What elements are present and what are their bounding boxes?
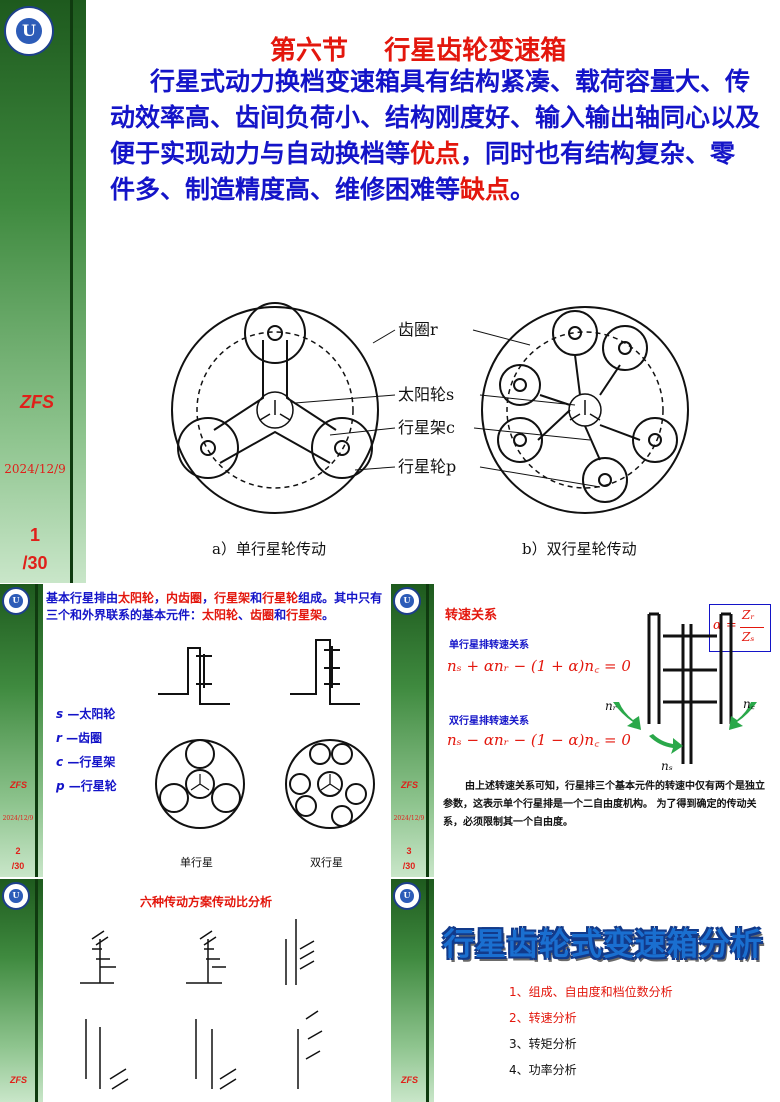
brand-label: ZFS xyxy=(401,1075,418,1085)
label-carrier: 行星架c xyxy=(398,418,455,437)
page-number: 2 xyxy=(15,846,21,856)
sun-term: 太阳轮 xyxy=(118,591,155,605)
university-logo: U xyxy=(393,587,421,615)
page-number: 1 xyxy=(29,525,40,545)
analysis-item: 3、转矩分析 xyxy=(509,1037,577,1051)
analysis-list: 1、组成、自由度和档位数分析 2、转速分析 3、转矩分析 4、功率分析 xyxy=(509,979,673,1083)
legend-item: p —行星轮 xyxy=(56,774,117,798)
scheme-title: 六种传动方案传动比分析 xyxy=(140,895,273,909)
date-label: 2024/12/9 xyxy=(4,462,66,476)
caption-double: b）双行星轮传动 xyxy=(522,540,637,558)
advantage-word: 优点 xyxy=(410,139,461,168)
gear-schematics: 单行星 双行星 xyxy=(155,639,375,869)
slide-2: U ZFS 2024/12/9 2 /30 基本行星排由太阳轮，内齿圈，行星架和… xyxy=(0,584,389,877)
text-seg: 、 xyxy=(238,608,251,622)
sun-term: 太阳轮 xyxy=(202,608,239,622)
slide-1: U ZFS 2024/12/9 1 /30 第六节 行星齿轮变速箱 行星式动力换… xyxy=(0,0,761,583)
slide2-sidebar xyxy=(0,584,43,877)
legend-text: —行星架 xyxy=(67,755,116,769)
transmission-schemes xyxy=(80,919,323,1090)
date-label: 2024/12/9 xyxy=(393,815,425,822)
arrow-label-nr: nᵣ xyxy=(605,699,617,713)
brand-label: ZFS xyxy=(10,780,27,790)
legend-text: —齿圈 xyxy=(66,731,103,745)
text-seg: ， xyxy=(154,591,167,605)
legend-symbol: c xyxy=(56,755,64,769)
analysis-item: 4、功率分析 xyxy=(509,1063,577,1077)
single-speed-subtitle: 单行星排转速关系 xyxy=(449,640,529,651)
legend-symbol: p xyxy=(56,779,65,793)
university-logo: U xyxy=(2,587,30,615)
legend-text: —行星轮 xyxy=(68,779,117,793)
text-seg: 和 xyxy=(250,591,263,605)
page-total: /30 xyxy=(402,861,416,871)
alpha-numerator: Zᵣ xyxy=(742,608,755,622)
label-ring-gear: 齿圈r xyxy=(398,320,438,339)
planetary-gear-diagram: 齿圈r 太阳轮s 行星架c 行星轮p a）单行星轮传动 b）双行星轮传动 xyxy=(171,302,689,558)
analysis-banner: 行星齿轮式变速箱分析 xyxy=(443,927,763,963)
analysis-item: 1、组成、自由度和档位数分析 xyxy=(509,985,673,999)
text-seg: ， xyxy=(202,591,215,605)
slide5-sidebar xyxy=(391,879,434,1102)
disadvantage-word: 缺点 xyxy=(460,175,511,204)
slide-4: U ZFS 六种传动方案传动比分析 xyxy=(0,879,389,1102)
legend-symbol: r xyxy=(56,731,62,745)
slide-5: U ZFS 行星齿轮式变速箱分析 1、组成、自由度和档位数分析 2、转速分析 3… xyxy=(391,879,780,1102)
planet-term: 行星轮 xyxy=(262,591,299,605)
intro-text: 基本行星排由太阳轮，内齿圈，行星架和行星轮组成。其中只有三个和外界联系的基本元件… xyxy=(46,590,384,624)
text-seg: 基本行星排由 xyxy=(46,591,119,605)
para-seg1: 行星式动力换档变速箱具有结构紧凑、载荷容量大、传动效率高、齿间负荷小、结构刚度好… xyxy=(110,67,761,168)
para-seg2: ，同时也有结构复杂、零件多、制造精度高、维修困难等 xyxy=(110,139,736,204)
para-seg3: 。 xyxy=(510,175,536,204)
page-total: /30 xyxy=(22,553,48,573)
slide4-sidebar xyxy=(0,879,43,1102)
date-label: 2024/12/9 xyxy=(2,815,34,822)
ring-term: 齿圈 xyxy=(250,608,275,622)
university-logo: U xyxy=(393,882,421,910)
brand-label: ZFS xyxy=(20,392,54,412)
university-logo: U xyxy=(4,6,54,56)
legend-text: —太阳轮 xyxy=(67,707,116,721)
double-speed-equation: nₛ − αnᵣ − (1 − α)n꜀ = 0 xyxy=(447,731,631,749)
intro-paragraph: 行星式动力换档变速箱具有结构紧凑、载荷容量大、传动效率高、齿间负荷小、结构刚度好… xyxy=(110,64,760,208)
text-seg: 和 xyxy=(274,608,287,622)
double-speed-subtitle: 双行星排转速关系 xyxy=(449,716,529,727)
speed-schematic: nᵣ n꜀ nₛ xyxy=(605,612,757,773)
arrow-label-nc: n꜀ xyxy=(743,697,756,711)
legend-item: r —齿圈 xyxy=(56,726,117,750)
speed-explanation: 由上述转速关系可知，行星排三个基本元件的转速中仅有两个是独立参数，这表示单个行星… xyxy=(443,781,765,828)
analysis-item: 2、转速分析 xyxy=(509,1011,577,1025)
legend-item: s —太阳轮 xyxy=(56,702,117,726)
label-single: 单行星 xyxy=(180,856,213,869)
arrow-label-ns: nₛ xyxy=(661,759,673,773)
carrier-term: 行星架 xyxy=(286,608,323,622)
carrier-term: 行星架 xyxy=(214,591,251,605)
symbol-legend: s —太阳轮 r —齿圈 c —行星架 p —行星轮 xyxy=(56,702,117,798)
label-sun-gear: 太阳轮s xyxy=(398,385,454,404)
fraction-bar xyxy=(740,627,764,628)
page-number: 3 xyxy=(406,846,412,856)
section-heading: 转速关系 xyxy=(445,608,498,623)
text-seg: 组成。其中只有三个和外界联系的基本元件： xyxy=(46,591,383,622)
text-seg: 。 xyxy=(322,608,335,622)
alpha-denominator: Zₛ xyxy=(742,630,755,644)
slide3-sidebar xyxy=(391,584,434,877)
legend-symbol: s xyxy=(56,707,64,721)
label-planet-gear: 行星轮p xyxy=(398,457,456,476)
label-double: 双行星 xyxy=(310,856,343,869)
slide-3: U ZFS 2024/12/9 3 /30 转速关系 单行星排转速关系 nₛ +… xyxy=(391,584,780,877)
ring-term: 内齿圈 xyxy=(166,591,203,605)
single-speed-equation: nₛ + αnᵣ − (1 + α)n꜀ = 0 xyxy=(447,657,631,675)
slide1-sidebar xyxy=(0,0,86,583)
university-logo: U xyxy=(2,882,30,910)
brand-label: ZFS xyxy=(401,780,418,790)
caption-single: a）单行星轮传动 xyxy=(212,540,326,558)
page-title: 第六节 行星齿轮变速箱 xyxy=(270,36,567,66)
page-total: /30 xyxy=(11,861,25,871)
brand-label: ZFS xyxy=(10,1075,27,1085)
legend-item: c —行星架 xyxy=(56,750,117,774)
